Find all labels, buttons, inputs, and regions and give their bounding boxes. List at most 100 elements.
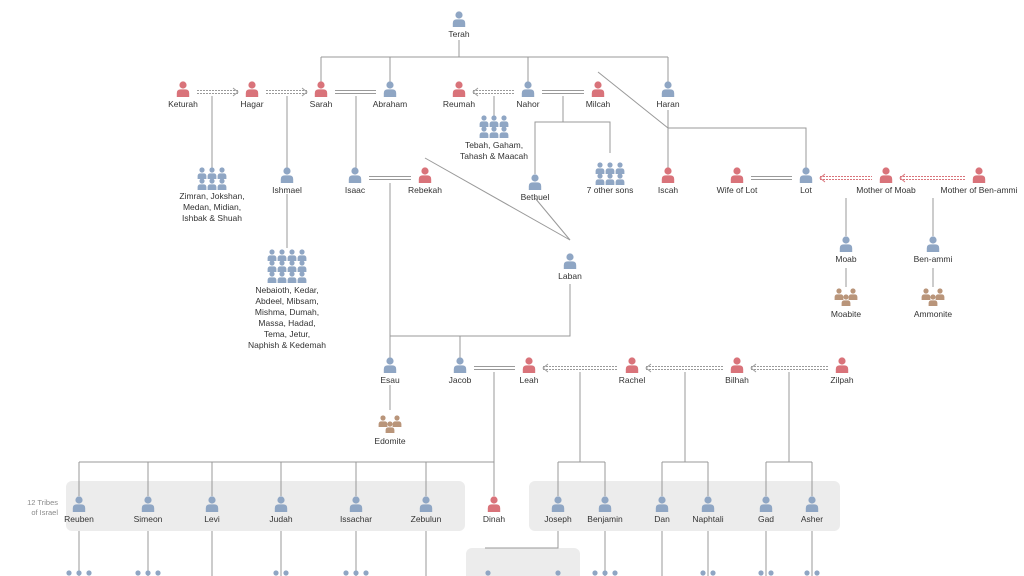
son-icon (287, 260, 297, 272)
son-icon (217, 167, 227, 179)
terah-icon (452, 11, 466, 27)
person-name: Haran (656, 99, 679, 109)
son-icon (267, 249, 277, 261)
reumah-icon (452, 81, 466, 97)
group-names-line: Nebaioth, Kedar, (255, 285, 318, 295)
mother-of-ben-ammi-icon (972, 167, 986, 183)
haran-icon (661, 81, 675, 97)
person-name: Laban (558, 271, 582, 281)
person-name: Hagar (240, 99, 263, 109)
person-name: Keturah (168, 99, 198, 109)
descendant-icon (133, 570, 143, 576)
people-group-name: Edomite (374, 436, 405, 446)
descendant-icon (802, 570, 812, 576)
son-icon (499, 126, 509, 138)
rachel-leah-link-arrow (542, 363, 549, 373)
person-name: Simeon (134, 514, 163, 524)
twelve-tribes-box-right (529, 481, 840, 531)
person-name: Levi (204, 514, 220, 524)
mother-of-moab-icon (879, 167, 893, 183)
laban-to-jacob (459, 284, 571, 358)
descendant-icon (361, 570, 371, 576)
bilhah-icon (730, 357, 744, 373)
person-name: Joseph (544, 514, 572, 524)
group-names-line: Zimran, Jokshan, (179, 191, 244, 201)
person-name: Mother of Ben-ammi (941, 185, 1018, 195)
nahor-milcah-descent-bethuel (534, 96, 564, 174)
descendant-icon (351, 570, 361, 576)
bethuel-to-laban (534, 197, 571, 241)
keturah-icon (176, 81, 190, 97)
person-name: Rachel (619, 375, 646, 385)
son-icon (267, 271, 277, 283)
descendant-icon (74, 570, 84, 576)
person-name: Rebekah (408, 185, 442, 195)
ben-ammi-icon (926, 236, 940, 252)
hagar-icon (245, 81, 259, 97)
son-icon (207, 178, 217, 190)
section-label-line: 12 Tribes (27, 498, 58, 507)
person-name: Leah (520, 375, 539, 385)
person-name: Zilpah (830, 375, 853, 385)
wife-of-lot-icon (730, 167, 744, 183)
isaac-icon (348, 167, 362, 183)
nahor-icon (521, 81, 535, 97)
mother-ben-ammi-link-arrow (899, 173, 906, 183)
person-name: Benjamin (587, 514, 623, 524)
descendant-icon (610, 570, 620, 576)
person-name: Bilhah (725, 375, 749, 385)
son-icon (605, 162, 615, 174)
iscah-icon (661, 167, 675, 183)
descendant-icon (708, 570, 718, 576)
son-icon (297, 271, 307, 283)
descendant-icon (590, 570, 600, 576)
bethuel-icon (528, 174, 542, 190)
person-name: Naphtali (692, 514, 723, 524)
person-name: Jacob (449, 375, 472, 385)
person-name: Sarah (310, 99, 333, 109)
person-name: Issachar (340, 514, 372, 524)
section-label-line: of Israel (31, 508, 58, 517)
descendant-icon (84, 570, 94, 576)
descendant-icon (153, 570, 163, 576)
person-name: Reumah (443, 99, 475, 109)
son-icon (595, 162, 605, 174)
abraham-icon (383, 81, 397, 97)
people-group-name: Ammonite (914, 309, 953, 319)
group-names-line: Abdeel, Mibsam, (255, 296, 318, 306)
person-name: Dinah (483, 514, 505, 524)
person-name: Isaac (345, 185, 366, 195)
people-icon (935, 288, 945, 300)
person-name: Zebulun (411, 514, 442, 524)
son-icon (197, 178, 207, 190)
descendant-icon (64, 570, 74, 576)
person-name: Iscah (658, 185, 679, 195)
son-icon (489, 126, 499, 138)
son-icon (479, 126, 489, 138)
rachel-icon (625, 357, 639, 373)
son-icon (595, 173, 605, 185)
laban-icon (563, 253, 577, 269)
group-names-line: Tema, Jetur, (264, 329, 310, 339)
rebekah-icon (418, 167, 432, 183)
zilpah-bilhah-link-arrow (750, 363, 757, 373)
person-name: Abraham (373, 99, 408, 109)
nahor-milcah-descent-sons (563, 121, 611, 153)
person-name: Wife of Lot (717, 185, 758, 195)
son-icon (615, 162, 625, 174)
joseph-descent (485, 531, 559, 549)
descendant-icon (766, 570, 776, 576)
person-name: Dan (654, 514, 670, 524)
hagar-sarah-link-arrow (301, 87, 308, 97)
group-names-line: 7 other sons (587, 185, 634, 195)
joseph-sons-box (466, 548, 580, 576)
leah-icon (522, 357, 536, 373)
group-names-line: Massa, Hadad, (258, 318, 315, 328)
person-name: Terah (448, 29, 470, 39)
descendant-icon (143, 570, 153, 576)
milcah-icon (591, 81, 605, 97)
son-icon (479, 115, 489, 127)
descendant-icon (812, 570, 822, 576)
person-name: Esau (380, 375, 400, 385)
